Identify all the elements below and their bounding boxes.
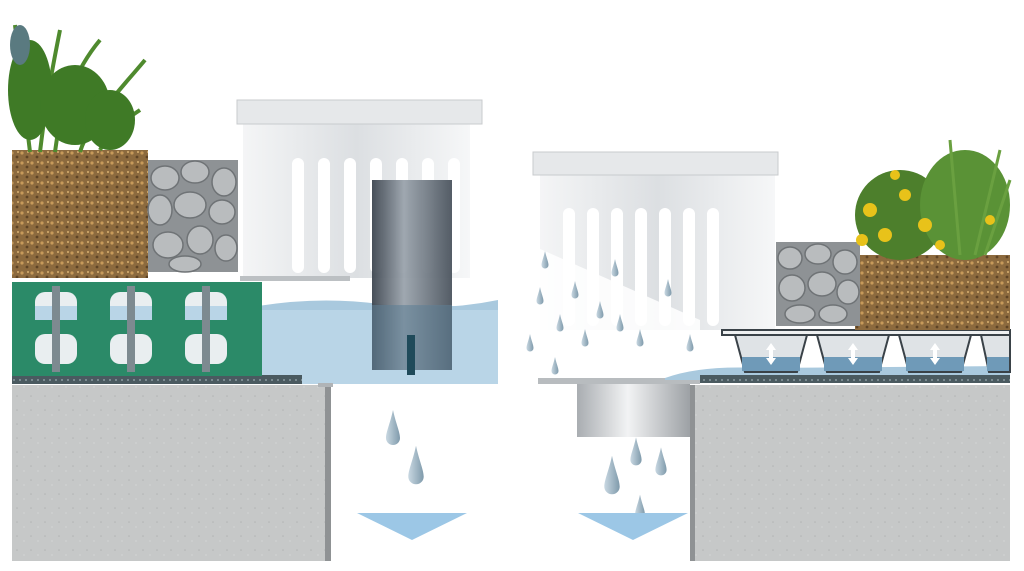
plants-left <box>8 24 147 153</box>
drainage-board-left <box>12 282 262 376</box>
water-drops-left <box>386 410 424 485</box>
substrate-soil-right <box>855 255 1010 330</box>
concrete-slab-left <box>12 385 330 561</box>
concrete-slab-right <box>693 385 1010 561</box>
fleece-left <box>12 375 302 384</box>
drain-pipe-right <box>577 384 690 437</box>
plants-right <box>855 139 1012 260</box>
drainage-cups-right <box>721 329 1011 373</box>
roof-drain-left <box>236 99 483 375</box>
roof-drain-right <box>520 151 779 437</box>
gravel-left <box>147 160 238 273</box>
substrate-soil-left <box>12 150 148 278</box>
outflow-marker-left <box>357 513 467 540</box>
gravel-right <box>776 242 860 326</box>
outflow-marker-right <box>578 513 688 540</box>
fleece-right <box>700 375 1010 383</box>
